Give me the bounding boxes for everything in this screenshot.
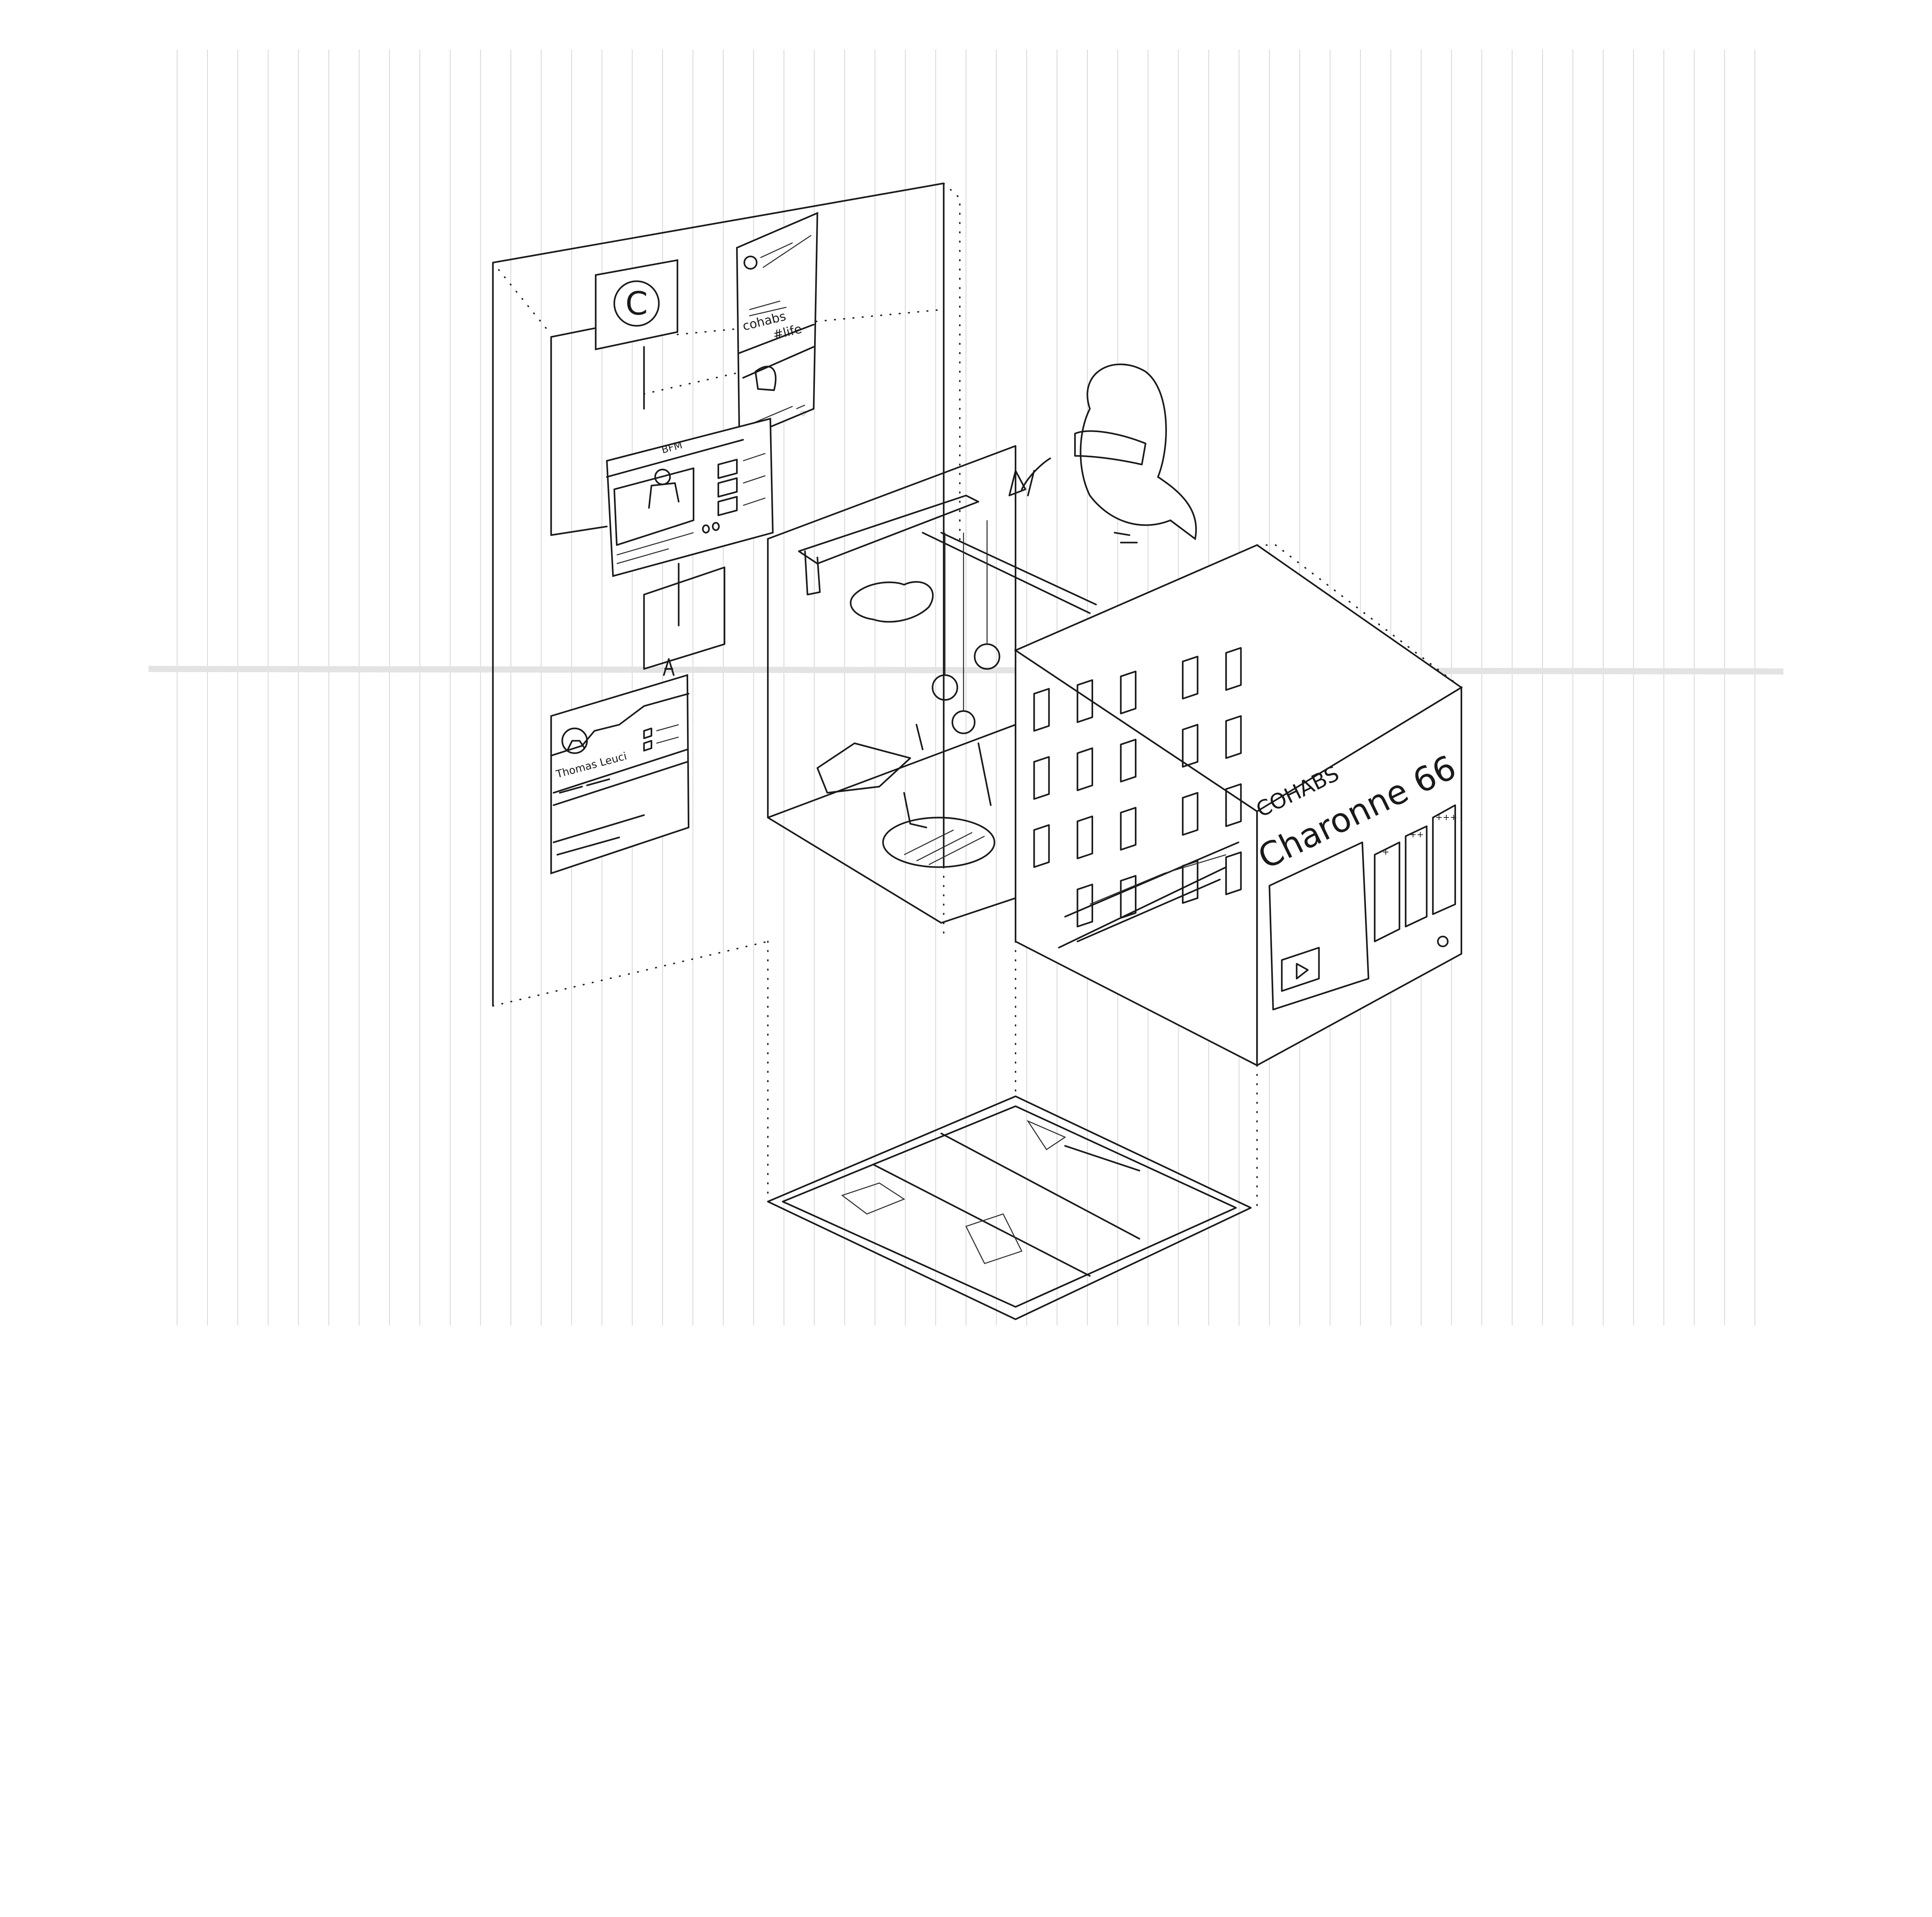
- bfm-video-card: BFM: [606, 417, 774, 577]
- pricing-columns: + ++ +++: [1374, 804, 1457, 942]
- like-heart-icon: ♡: [800, 409, 807, 418]
- window: [1033, 824, 1050, 868]
- window: [1182, 792, 1199, 836]
- floor-plan: [767, 1095, 1252, 1320]
- window: [1225, 783, 1242, 827]
- window: [1033, 688, 1050, 732]
- window: [1077, 747, 1094, 791]
- window: [1120, 671, 1137, 715]
- pricing-tier-1: +: [1382, 847, 1389, 857]
- living-room: [767, 445, 1097, 924]
- building-block: COHABS Charonne 66 + ++ +++: [1014, 544, 1463, 1067]
- logo-letter: C: [625, 285, 648, 322]
- window: [1225, 647, 1242, 691]
- camera-icon: [1437, 935, 1449, 947]
- window: [1033, 756, 1050, 800]
- ruled-paper: [177, 49, 1755, 1326]
- video-screen: [1269, 841, 1369, 1011]
- instagram-post-card: cohabs #life ♡: [736, 212, 818, 441]
- paper-fold: [148, 666, 1784, 675]
- window: [1182, 655, 1199, 700]
- window: [1077, 815, 1094, 860]
- pricing-tier-3: +++: [1435, 812, 1457, 822]
- profile-card: Thomas Leuci: [550, 658, 690, 875]
- pricing-tier-2: ++: [1409, 830, 1424, 840]
- facade-windows: [1033, 647, 1242, 928]
- window: [1120, 807, 1137, 851]
- window: [1225, 851, 1242, 896]
- play-icon: [1296, 963, 1309, 980]
- isometric-sketch: C cohabs #life ♡ BFM: [148, 49, 1784, 1326]
- digital-wall: C cohabs #life ♡ BFM: [492, 182, 961, 1007]
- window: [1120, 739, 1137, 783]
- person-with-vr-headset: [1009, 363, 1197, 543]
- cohabs-logo-card: C: [595, 259, 679, 351]
- projection-lines: [767, 519, 1462, 1209]
- window: [1077, 884, 1094, 928]
- window: [1225, 715, 1242, 759]
- window: [1077, 679, 1094, 723]
- window: [1120, 875, 1137, 919]
- window: [1182, 724, 1199, 768]
